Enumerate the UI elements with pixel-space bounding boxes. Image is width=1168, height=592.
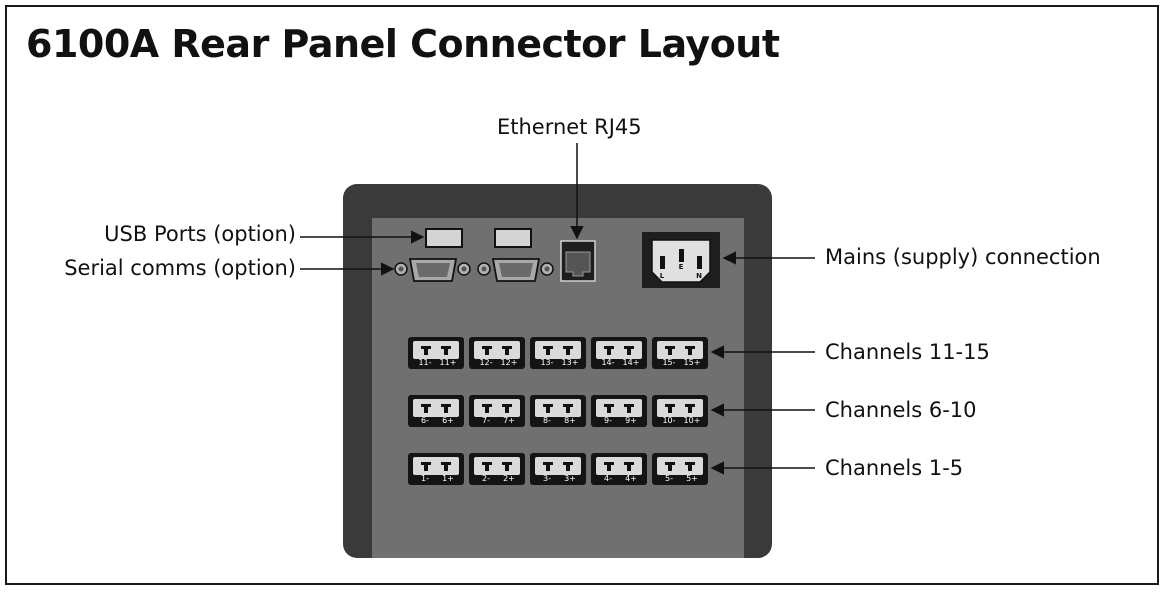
channel-connector: 6- 6+ [408, 395, 464, 427]
channel-pin-label: 13- [540, 358, 553, 367]
channel-connector: 3- 3+ [530, 453, 586, 485]
usb-port-1 [425, 228, 463, 248]
channel-pin-label: 8+ [564, 416, 576, 425]
channel-pin-label: 3+ [564, 474, 576, 483]
channel-connector: 14- 14+ [591, 337, 647, 369]
channel-connector: 13- 13+ [530, 337, 586, 369]
label-serial: Serial comms (option) [64, 256, 296, 280]
channel-connector: 8- 8+ [530, 395, 586, 427]
label-ethernet: Ethernet RJ45 [497, 115, 642, 139]
channel-pin-label: 12+ [501, 358, 518, 367]
ethernet-port [560, 240, 596, 282]
label-channels-6-10: Channels 6-10 [825, 398, 977, 422]
diagram-frame [5, 5, 1159, 585]
channel-pin-label: 4- [604, 474, 612, 483]
diagram-title: 6100A Rear Panel Connector Layout [26, 22, 780, 66]
label-mains: Mains (supply) connection [825, 245, 1101, 269]
channel-pin-label: 6- [421, 416, 429, 425]
channel-pin-label: 11+ [440, 358, 457, 367]
channel-connector: 5- 5+ [652, 453, 708, 485]
channel-pin-label: 8- [543, 416, 551, 425]
channel-connector: 12- 12+ [469, 337, 525, 369]
channel-pin-label: 4+ [625, 474, 637, 483]
channel-pin-label: 11- [418, 358, 431, 367]
channel-pin-label: 15+ [684, 358, 701, 367]
serial-port-1 [394, 258, 471, 282]
mains-inlet: L E N [642, 232, 720, 288]
channel-pin-label: 7- [482, 416, 490, 425]
channel-pin-label: 10+ [684, 416, 701, 425]
channel-pin-label: 12- [479, 358, 492, 367]
mains-pin-n: N [696, 272, 702, 280]
usb-port-2 [494, 228, 532, 248]
channel-pin-label: 13+ [562, 358, 579, 367]
channel-pin-label: 2- [482, 474, 490, 483]
channel-pin-label: 15- [662, 358, 675, 367]
channel-pin-label: 2+ [503, 474, 515, 483]
label-channels-11-15: Channels 11-15 [825, 340, 990, 364]
channel-connector: 15- 15+ [652, 337, 708, 369]
channel-connectors: 11- 11+ 12- 12+ 13- 13+ 14- 14+ 15- 15+ 6- 6+ 7- 7+ 8-… [408, 337, 708, 485]
channel-pin-label: 5+ [686, 474, 698, 483]
channel-pin-label: 10- [662, 416, 675, 425]
channel-connector: 2- 2+ [469, 453, 525, 485]
channel-connector: 7- 7+ [469, 395, 525, 427]
channel-pin-label: 9- [604, 416, 612, 425]
channel-pin-label: 5- [665, 474, 673, 483]
channel-pin-label: 14+ [623, 358, 640, 367]
channel-connector: 4- 4+ [591, 453, 647, 485]
channel-pin-label: 6+ [442, 416, 454, 425]
channel-connector: 10- 10+ [652, 395, 708, 427]
channel-connector: 11- 11+ [408, 337, 464, 369]
label-channels-1-5: Channels 1-5 [825, 456, 964, 480]
channel-pin-label: 14- [601, 358, 614, 367]
mains-pin-l: L [660, 272, 665, 280]
channel-pin-label: 3- [543, 474, 551, 483]
serial-port-2 [477, 258, 554, 282]
channel-pin-label: 1+ [442, 474, 454, 483]
label-usb: USB Ports (option) [104, 222, 296, 246]
channel-connector: 1- 1+ [408, 453, 464, 485]
channel-pin-label: 7+ [503, 416, 515, 425]
channel-pin-label: 9+ [625, 416, 637, 425]
channel-pin-label: 1- [421, 474, 429, 483]
channel-connector: 9- 9+ [591, 395, 647, 427]
mains-pin-e: E [679, 263, 684, 271]
